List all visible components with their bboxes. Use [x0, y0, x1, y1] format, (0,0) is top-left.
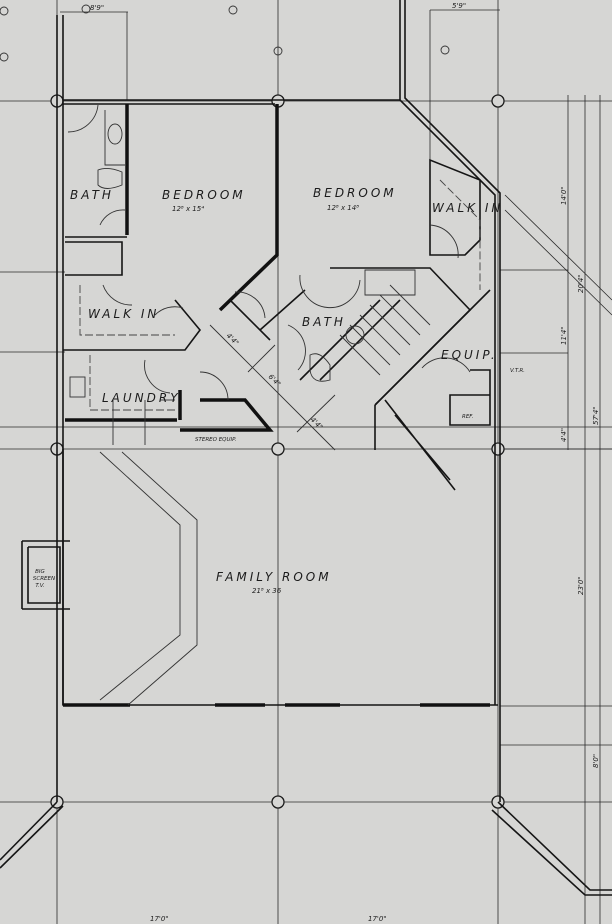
fireplace — [99, 451, 198, 706]
dimension-labels: 8'9" 5'9" 14'0" 20'4" 11'4" 4'4" 57'4" 2… — [90, 2, 600, 923]
stairs — [339, 269, 431, 376]
dim-bottom-right: 17'0" — [368, 915, 387, 923]
dim-right-14: 14'0" — [560, 186, 568, 205]
label-family-room: FAMILY ROOM — [216, 570, 332, 584]
size-bedroom-left: 12⁸ x 15⁴ — [172, 205, 204, 213]
door-swings — [67, 104, 471, 401]
dim-right-23: 23'0" — [577, 576, 585, 595]
dim-bottom-left: 17'0" — [150, 915, 169, 923]
dim-top-right: 5'9" — [452, 2, 466, 10]
walls — [0, 0, 612, 896]
label-equip: EQUIP. — [441, 348, 498, 362]
label-walk-in-left: WALK IN — [88, 307, 159, 321]
label-bedroom-left: BEDROOM — [162, 188, 246, 202]
dim-right-4: 4'4" — [560, 428, 568, 442]
dim-diag-2: 6'4" — [267, 373, 283, 389]
diagonal-dimension-line — [209, 324, 336, 451]
label-bedroom-right: BEDROOM — [313, 186, 397, 200]
tv-label-3: T.V. — [35, 583, 45, 589]
big-screen-tv: BIG SCREEN T.V. — [21, 540, 70, 610]
tv-label-2: SCREEN — [33, 576, 55, 582]
tv-label-1: BIG — [35, 569, 45, 575]
dim-right-8: 8'0" — [592, 754, 600, 768]
label-laundry: LAUNDRY — [102, 391, 181, 405]
label-walk-in-right: WALK IN — [432, 201, 503, 215]
dim-right-20: 20'4" — [577, 274, 585, 293]
label-vtr: V.T.R. — [510, 368, 525, 374]
label-stereo-equip: STEREO EQUIP. — [195, 437, 237, 443]
dim-diag-1: 4'4" — [225, 332, 241, 348]
label-bath-center: BATH — [302, 315, 346, 329]
dim-right-57: 57'4" — [592, 406, 600, 425]
dim-diag-3: 4'4" — [309, 416, 325, 432]
dim-right-11: 11'4" — [560, 326, 568, 345]
room-labels: BATH BEDROOM 12⁸ x 15⁴ BEDROOM 12⁸ x 14⁸… — [70, 186, 525, 595]
closet-lines — [69, 110, 481, 445]
label-bath-left: BATH — [70, 188, 114, 202]
label-ref: REF. — [462, 414, 474, 420]
size-bedroom-right: 12⁸ x 14⁸ — [327, 204, 359, 212]
dim-top-left: 8'9" — [90, 4, 104, 12]
size-family-room: 21⁸ x 36 — [252, 587, 282, 595]
